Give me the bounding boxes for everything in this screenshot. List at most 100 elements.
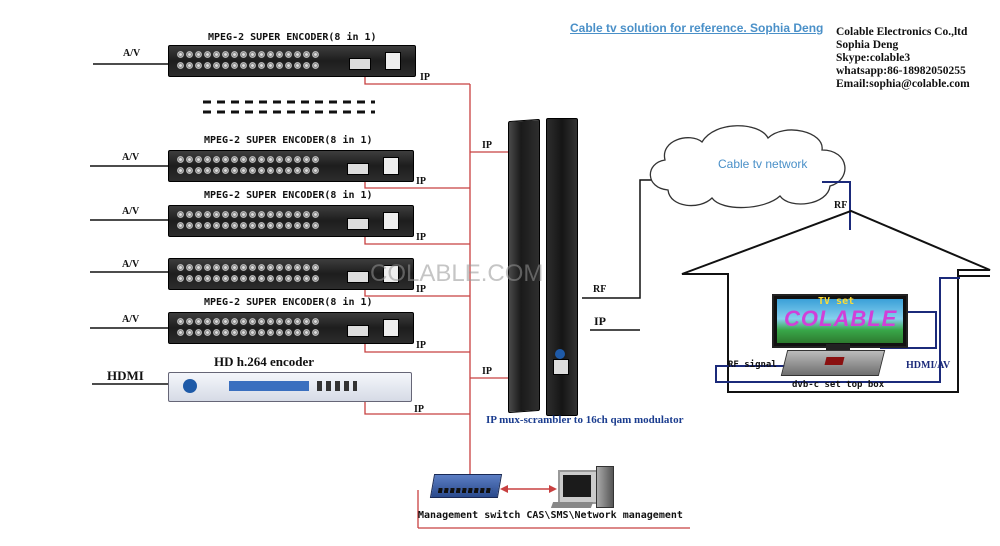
- encoder-port: [177, 167, 184, 174]
- encoder-port: [240, 51, 247, 58]
- encoder-port: [204, 264, 211, 271]
- encoder-port: [204, 156, 211, 163]
- encoder-port: [303, 222, 310, 229]
- encoder-port: [294, 211, 301, 218]
- encoder-port: [249, 156, 256, 163]
- cloud-label: Cable tv network: [718, 157, 808, 171]
- encoder-port: [294, 167, 301, 174]
- contact-name: Sophia Deng: [836, 39, 899, 51]
- encoder-port: [195, 275, 202, 282]
- encoder-port: [222, 167, 229, 174]
- encoder-port: [249, 211, 256, 218]
- encoder-power-socket: [385, 52, 401, 70]
- encoder-port: [240, 167, 247, 174]
- encoder-port: [267, 211, 274, 218]
- encoder-port: [276, 329, 283, 336]
- encoder-port: [285, 211, 292, 218]
- hd-encoder-display: [229, 381, 309, 391]
- encoder-port: [249, 264, 256, 271]
- encoder-port: [285, 167, 292, 174]
- encoder-port: [231, 264, 238, 271]
- computer-keyboard: [550, 502, 594, 508]
- encoder-port: [195, 62, 202, 69]
- encoder-power-socket: [383, 265, 399, 283]
- encoder-port: [303, 51, 310, 58]
- encoder-port: [213, 329, 220, 336]
- encoder-2-title: MPEG-2 SUPER ENCODER(8 in 1): [204, 135, 373, 146]
- encoder-port: [258, 222, 265, 229]
- encoder-port: [285, 264, 292, 271]
- encoder-port: [294, 156, 301, 163]
- encoder-port: [294, 264, 301, 271]
- monitor-screen: [563, 475, 591, 497]
- encoder-port: [177, 222, 184, 229]
- encoder-port: [258, 329, 265, 336]
- mux-label: IP mux-scrambler to 16ch qam modulator: [486, 414, 684, 426]
- encoder-port: [177, 62, 184, 69]
- encoder-port: [213, 275, 220, 282]
- contact-whatsapp: whatsapp:86-18982050255: [836, 65, 966, 77]
- encoder-port: [285, 51, 292, 58]
- encoder-port: [267, 51, 274, 58]
- encoder-ethernet-port: [347, 218, 369, 230]
- encoder-port: [249, 51, 256, 58]
- encoder-port: [294, 51, 301, 58]
- encoder-ethernet-port: [347, 163, 369, 175]
- encoder-5-device: [168, 312, 414, 344]
- encoder-port: [186, 62, 193, 69]
- encoder-port: [222, 156, 229, 163]
- encoder-port: [249, 62, 256, 69]
- encoder-port: [276, 167, 283, 174]
- encoder-port: [294, 329, 301, 336]
- mux-rf-out-label: RF: [593, 284, 607, 295]
- encoder-port: [231, 318, 238, 325]
- encoder-port: [276, 222, 283, 229]
- encoder-port: [177, 211, 184, 218]
- encoder-port: [186, 51, 193, 58]
- encoder-port: [294, 222, 301, 229]
- encoder-port: [195, 222, 202, 229]
- encoder-port: [303, 264, 310, 271]
- contact-company: Colable Electronics Co.,ltd: [836, 26, 968, 38]
- encoder-port: [195, 318, 202, 325]
- encoder-1-title: MPEG-2 SUPER ENCODER(8 in 1): [208, 32, 377, 43]
- encoder-port: [231, 211, 238, 218]
- encoder-port: [276, 51, 283, 58]
- encoder-port: [249, 167, 256, 174]
- encoder-port: [303, 318, 310, 325]
- tv-stand: [826, 344, 850, 350]
- encoder-port: [204, 211, 211, 218]
- encoder-port: [276, 62, 283, 69]
- encoder-port: [267, 156, 274, 163]
- encoder-port: [258, 211, 265, 218]
- encoder-2-device: [168, 150, 414, 182]
- encoder-port: [258, 264, 265, 271]
- encoder-port: [240, 318, 247, 325]
- switch-ports: [437, 488, 493, 493]
- tv-set: [772, 294, 908, 348]
- encoder-port: [267, 329, 274, 336]
- encoder-port: [213, 318, 220, 325]
- encoder-1-input-label: A/V: [123, 48, 141, 59]
- watermark-text: COLABLE.COM: [370, 260, 544, 287]
- encoder-port: [303, 211, 310, 218]
- encoder-power-socket: [383, 319, 399, 337]
- encoder-port: [258, 318, 265, 325]
- encoder-4-ip-label: IP: [416, 284, 426, 295]
- encoder-port: [204, 167, 211, 174]
- encoder-port: [312, 329, 319, 336]
- encoder-port: [186, 156, 193, 163]
- encoder-port: [231, 167, 238, 174]
- tv-screen: [777, 299, 903, 343]
- tv-set-label: TV set: [818, 296, 855, 307]
- encoder-port: [177, 275, 184, 282]
- encoder-port: [177, 329, 184, 336]
- encoder-port: [186, 318, 193, 325]
- encoder-port: [240, 222, 247, 229]
- hd-encoder-logo: [183, 379, 197, 393]
- contact-skype: Skype:colable3: [836, 52, 911, 64]
- encoder-port: [231, 222, 238, 229]
- encoder-port: [231, 51, 238, 58]
- encoder-5-input-label: A/V: [122, 314, 140, 325]
